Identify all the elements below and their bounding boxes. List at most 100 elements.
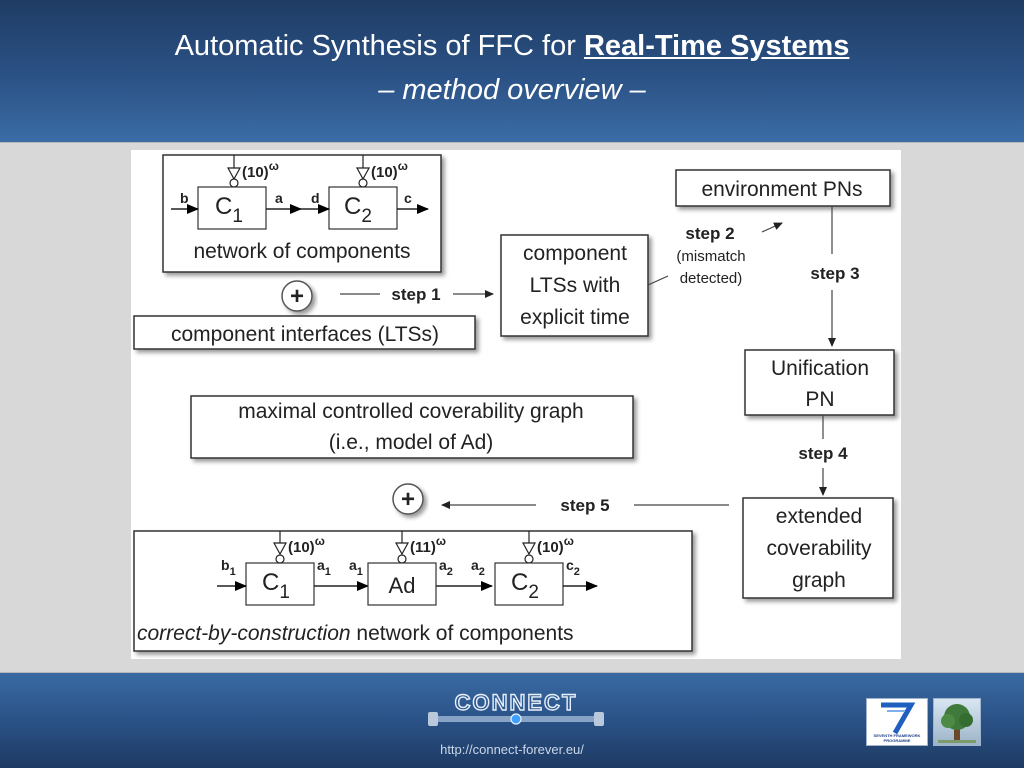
out-port-sub: 2 (447, 566, 453, 578)
title-prefix: Automatic Synthesis of FFC for (174, 30, 584, 62)
step1-label: step 1 (391, 285, 440, 304)
maximal-graph-box (190, 395, 634, 459)
tick-label: (10) (242, 164, 269, 181)
component-name: Ad (389, 573, 416, 598)
component-ltss-line2: LTSs with (530, 274, 621, 297)
diagram-canvas: (10)ω C1 b a (10)ω C2 d c network of com… (131, 150, 901, 659)
component-ltss-box (500, 234, 649, 337)
network-caption-top: network of components (193, 240, 410, 263)
svg-text:(10)ω: (10)ω (288, 534, 325, 556)
interfaces-box (133, 315, 476, 350)
in-port-sub: 1 (357, 566, 363, 578)
unification-pn-line1: Unification (771, 357, 869, 380)
step2-label: step 2 (685, 224, 734, 243)
extended-graph-line1: extended (776, 505, 862, 528)
network-caption-bottom: correct-by-construction network of compo… (137, 622, 574, 645)
component-c2-bottom: (10)ω C2 a2 c2 (471, 531, 598, 606)
step3-label: step 3 (810, 264, 859, 283)
extended-graph-box (742, 497, 894, 599)
svg-text:C2: C2 (511, 569, 539, 603)
plus-icon-bottom: + (392, 483, 424, 515)
out-port-sub: 1 (325, 566, 331, 578)
svg-text:(10)ω: (10)ω (242, 159, 279, 181)
plus-icon-top: + (281, 280, 313, 312)
slide-header: Automatic Synthesis of FFC for Real-Time… (0, 0, 1024, 142)
caption-italic: correct-by-construction (137, 622, 351, 645)
footer-url[interactable]: http://connect-forever.eu/ (440, 742, 584, 757)
step5-label: step 5 (560, 496, 609, 515)
component-name: C (511, 569, 528, 596)
out-port-label: a (317, 557, 325, 573)
logo-text: CONNECT (455, 690, 578, 715)
omega-sup: ω (564, 534, 574, 548)
omega-sup: ω (269, 159, 279, 173)
component-name: C (262, 569, 279, 596)
component-c1-top: (10)ω C1 b a (171, 155, 302, 230)
slide-subtitle: – method overview – (378, 74, 646, 106)
fp7-seven-icon (881, 702, 916, 735)
component-name: C (215, 193, 232, 220)
tick-label: (10) (371, 164, 398, 181)
unification-pn-box (744, 349, 895, 416)
out-port-label: a (439, 557, 447, 573)
out-port-sub: 2 (574, 566, 580, 578)
step4-label: step 4 (798, 444, 848, 463)
component-ltss-line3: explicit time (520, 306, 630, 329)
out-port-label: a (275, 190, 283, 206)
fp7-label-line2: PROGRAMME (883, 738, 911, 743)
maximal-graph-line2: (i.e., model of Ad) (329, 431, 494, 454)
title-highlight: Real-Time Systems (583, 30, 850, 62)
slide-title: Automatic Synthesis of FFC for Real-Time… (0, 30, 1024, 63)
omega-sup: ω (398, 159, 408, 173)
caption-rest: network of components (351, 622, 574, 645)
component-ltss-line1: component (523, 242, 627, 265)
component-sub: 2 (361, 206, 372, 227)
adaptor-ad: (11)ω Ad a1 a2 (349, 531, 493, 606)
svg-text:C2: C2 (344, 193, 372, 227)
in-port-label: b (180, 190, 189, 206)
unification-pn-line2: PN (805, 388, 834, 411)
svg-text:b1: b1 (221, 557, 236, 578)
tick-label: (10) (288, 539, 315, 556)
svg-text:a1: a1 (317, 557, 331, 578)
component-name: C (344, 193, 361, 220)
tree-logo (933, 698, 981, 746)
step2-line-left (647, 275, 669, 286)
component-sub: 1 (232, 206, 243, 227)
svg-text:c2: c2 (566, 557, 580, 578)
method-diagram: (10)ω C1 b a (10)ω C2 d c network of com… (133, 154, 895, 652)
extended-graph-line2: coverability (766, 537, 872, 560)
in-port-sub: 1 (230, 566, 236, 578)
in-port-sub: 2 (479, 566, 485, 578)
interfaces-label: component interfaces (LTSs) (171, 323, 439, 346)
component-sub: 1 (279, 582, 290, 603)
svg-text:a2: a2 (471, 557, 485, 578)
component-c1-bottom: (10)ω C1 b1 a1 (217, 531, 369, 606)
step2-note-line2: detected) (680, 270, 743, 287)
svg-text:C1: C1 (215, 193, 243, 227)
environment-pns-label: environment PNs (701, 178, 862, 201)
fp7-label-line1: SEVENTH FRAMEWORK (873, 733, 921, 738)
component-sub: 2 (528, 582, 539, 603)
connect-logo: CONNECT (428, 689, 604, 726)
tree-icon (938, 704, 976, 743)
in-port-label: a (349, 557, 357, 573)
step2-note-line1: (mismatch (676, 248, 745, 265)
out-port-label: c (404, 190, 412, 206)
step2-arrow (761, 222, 783, 233)
svg-text:(10)ω: (10)ω (537, 534, 574, 556)
tick-label: (11) (410, 539, 436, 556)
in-port-label: b (221, 557, 230, 573)
component-c2-top: (10)ω C2 d c (301, 155, 429, 230)
omega-sup: ω (315, 534, 325, 548)
tick-label: (10) (537, 539, 564, 556)
omega-sup: ω (436, 534, 446, 548)
svg-text:(10)ω: (10)ω (371, 159, 408, 181)
svg-text:+: + (290, 283, 304, 310)
in-port-label: a (471, 557, 479, 573)
environment-pns-box (675, 169, 891, 207)
svg-text:+: + (401, 486, 415, 513)
out-port-label: c (566, 557, 574, 573)
